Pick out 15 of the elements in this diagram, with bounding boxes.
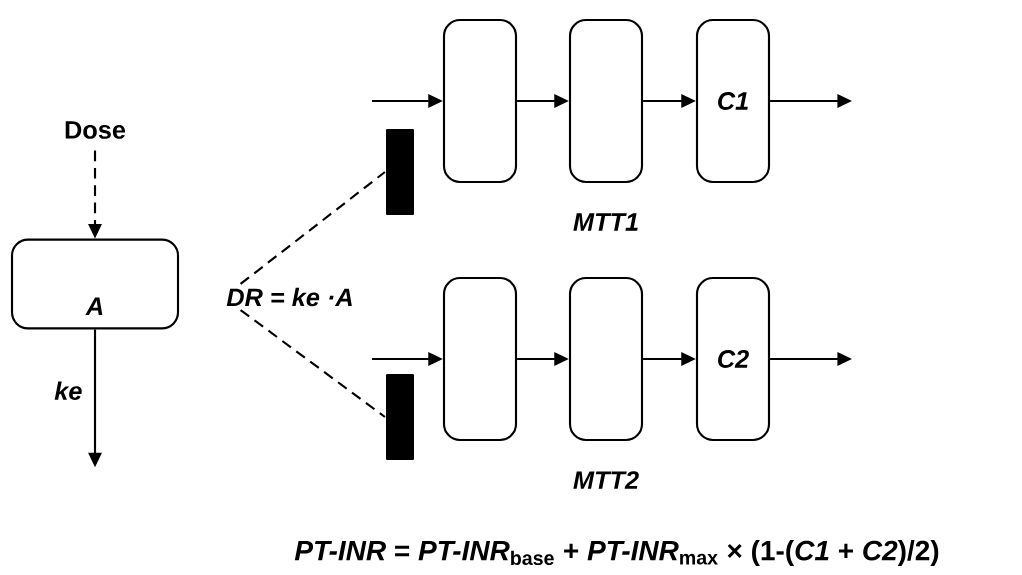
transit-box	[568, 276, 644, 442]
formula-text: DR = ke ·A	[226, 287, 352, 307]
transit-box	[442, 276, 518, 442]
transit-box	[568, 18, 644, 184]
compartment-box: A	[10, 238, 180, 330]
bar	[386, 129, 414, 215]
transit-box: C1	[695, 18, 771, 184]
formula-text: PT-INR = PT-INR$_{base}$ + PT-INR$_{max}$ × (1-(C1 + C2)/2)	[294, 539, 939, 567]
transit-box: C2	[695, 276, 771, 442]
bar	[386, 374, 414, 460]
transit-box	[442, 18, 518, 184]
chain-label: MTT2	[573, 471, 639, 489]
edge-label: ke	[52, 380, 84, 402]
dose-label: Dose	[65, 121, 126, 139]
chain-label: MTT1	[573, 213, 638, 231]
